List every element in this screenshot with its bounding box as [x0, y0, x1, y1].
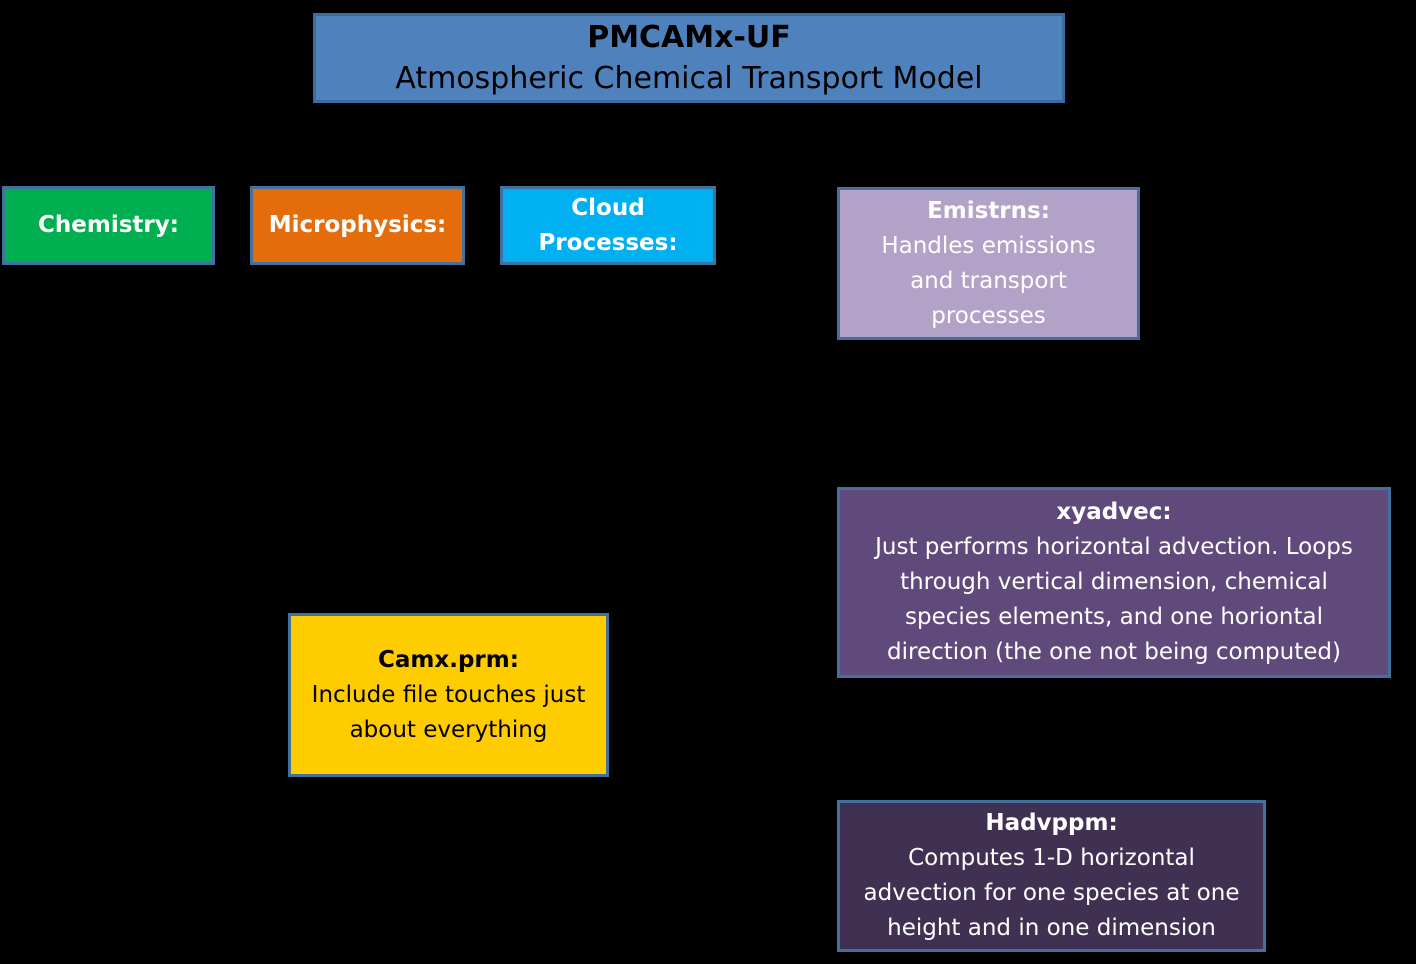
node-xyadvec: xyadvec: Just performs horizontal advect… — [837, 487, 1391, 678]
hadvppm-title: Hadvppm: — [985, 810, 1118, 836]
xyadvec-title: xyadvec: — [1056, 499, 1172, 525]
node-microphysics: Microphysics: — [250, 186, 465, 265]
camx-line: about everything — [349, 716, 548, 743]
xyadvec-line: species elements, and one horiontal — [905, 604, 1323, 630]
chemistry-title: Chemistry: — [38, 212, 179, 238]
emistrns-title: Emistrns: — [927, 197, 1050, 224]
xyadvec-line: direction (the one not being computed) — [887, 639, 1341, 665]
connector-root-chemistry — [107, 102, 411, 187]
hadvppm-line: Computes 1-D horizontal — [908, 845, 1195, 871]
node-chemistry: Chemistry: — [2, 186, 215, 265]
emistrns-line: Handles emissions — [881, 232, 1096, 259]
connector-root-microphysics — [357, 102, 521, 187]
cloud-title-line2: Processes: — [538, 229, 678, 256]
microphysics-title: Microphysics: — [268, 212, 447, 238]
node-hadvppm: Hadvppm: Computes 1-D horizontal advecti… — [837, 800, 1266, 952]
node-emistrns: Emistrns: Handles emissions and transpor… — [837, 187, 1140, 340]
xyadvec-line: Just performs horizontal advection. Loop… — [875, 534, 1353, 560]
cloud-title-line1: Cloud — [571, 194, 645, 221]
root-subtitle: Atmospheric Chemical Transport Model — [395, 61, 983, 96]
connector-root-cloud — [607, 102, 661, 187]
root-title: PMCAMx-UF — [587, 20, 791, 55]
camx-line: Include file touches just — [311, 681, 586, 708]
xyadvec-line: through vertical dimension, chemical — [900, 569, 1328, 595]
emistrns-line: processes — [931, 302, 1046, 329]
connector-root-emistrns — [849, 102, 989, 188]
node-cloud-processes: Cloud Processes: — [500, 186, 716, 265]
hadvppm-line: advection for one species at one — [863, 880, 1240, 906]
emistrns-line: and transport — [910, 267, 1067, 294]
hadvppm-line: height and in one dimension — [887, 915, 1216, 941]
root-node-pmcamx-uf: PMCAMx-UF Atmospheric Chemical Transport… — [313, 13, 1065, 103]
node-camx-prm: Camx.prm: Include file touches just abou… — [288, 613, 609, 777]
camx-title: Camx.prm: — [378, 646, 519, 673]
